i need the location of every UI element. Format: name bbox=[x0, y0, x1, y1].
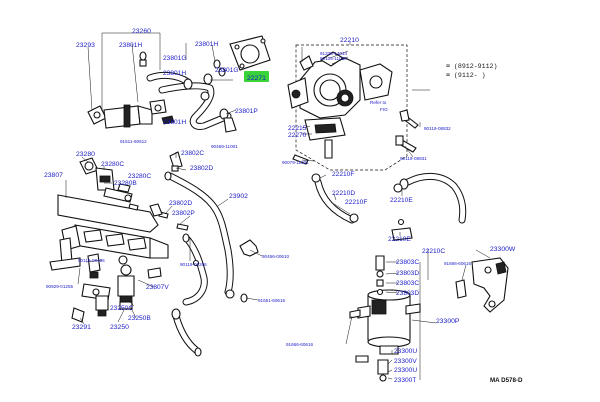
callout-22215: 22215 bbox=[288, 125, 307, 132]
callout-23803c: 23803C bbox=[396, 259, 419, 266]
throttle-body-bolts bbox=[292, 109, 419, 165]
callout-23300w: 23300W bbox=[490, 246, 516, 253]
callout-23803d: 23803D bbox=[396, 290, 419, 297]
callout-23300u: 23300U bbox=[394, 348, 417, 355]
date-note-1: ⌧ (8912-9112) bbox=[446, 63, 497, 70]
callout-fig: FIG bbox=[380, 107, 388, 112]
callout-23801h: 23801H bbox=[195, 41, 218, 48]
callout-23260: 23260 bbox=[132, 28, 151, 35]
callout-23801h: 23801H bbox=[119, 42, 142, 49]
callout-23250: 23250 bbox=[110, 324, 129, 331]
callout-23807v: 23807V bbox=[146, 284, 169, 291]
callout-23802c: 23802C bbox=[181, 150, 204, 157]
callout-23801h: 23801H bbox=[163, 119, 186, 126]
callout-refer: Refer to bbox=[370, 100, 387, 105]
canister-bolts bbox=[355, 255, 389, 382]
throttle-body-gasket bbox=[229, 35, 271, 71]
callout-22210f: 22210F bbox=[332, 171, 354, 178]
callout-22270: 22270 bbox=[288, 132, 307, 139]
callout-91666: 91666-60616 bbox=[286, 342, 314, 347]
callout-22210c: 22210C bbox=[422, 248, 445, 255]
callout-22210f: 22210F bbox=[345, 199, 367, 206]
callout-23280c: 23280C bbox=[128, 173, 151, 180]
callout-23802d: 23802D bbox=[169, 200, 192, 207]
callout-23300t: 23300T bbox=[394, 377, 416, 384]
vacuum-sensing-valve bbox=[87, 99, 167, 129]
callout-23280: 23280 bbox=[76, 151, 95, 158]
rail-hoses bbox=[166, 172, 234, 354]
callout-23280b: 23280B bbox=[114, 180, 137, 187]
callout-22210: 22210 bbox=[340, 37, 359, 44]
callout-91666: 91666-60616 bbox=[444, 261, 472, 266]
canister-bracket bbox=[455, 257, 509, 313]
callout-22210e: 22210E bbox=[390, 197, 413, 204]
callout-23801p: 23801P bbox=[235, 108, 258, 115]
callout-91325: 91325-14014 bbox=[320, 51, 348, 56]
callout-90105: 90105-11038 bbox=[320, 56, 347, 61]
throttle-body bbox=[287, 51, 393, 159]
callout-23250b: 23250B bbox=[128, 315, 151, 322]
callout-23801g: 23801G bbox=[215, 67, 238, 74]
callout-90119: 90119-08832 bbox=[424, 126, 451, 131]
throttle-body-boundary bbox=[295, 44, 408, 171]
callout-90929: 90929-01255 bbox=[46, 284, 74, 289]
callout-22210e: 22210E bbox=[388, 236, 411, 243]
callout-highlight bbox=[244, 71, 269, 82]
callout-90119: 90119-06206 bbox=[180, 262, 207, 267]
hose-clamps-upper bbox=[139, 51, 237, 133]
leader-lines bbox=[65, 32, 491, 380]
callout-23802p: 23802P bbox=[172, 210, 195, 217]
date-note-2: ⌧ (9112- ) bbox=[446, 72, 486, 79]
callout-22210d: 22210D bbox=[332, 190, 355, 197]
callout-91511: 91511-60612 bbox=[120, 139, 147, 144]
air-valve-hoses bbox=[314, 173, 467, 224]
callout-91651: 91651-60616 bbox=[258, 298, 286, 303]
callout-23801g: 23801G bbox=[163, 55, 186, 62]
callout-90466: 90466-00610 bbox=[262, 254, 290, 259]
diagram-code: MA D578-D bbox=[490, 377, 523, 384]
callout-22271: 22271 bbox=[247, 75, 266, 82]
callout-23300v: 23300V bbox=[394, 358, 417, 365]
callout-23250c: 23250C bbox=[110, 305, 133, 312]
callout-23291: 23291 bbox=[72, 324, 91, 331]
callout-labels: 23260 23293 23801H 23801H 23801G 23801G … bbox=[44, 28, 516, 384]
callout-90119: 90119-08456 bbox=[78, 258, 105, 263]
callout-23300p: 23300P bbox=[436, 318, 460, 325]
callout-23280c: 23280C bbox=[101, 161, 124, 168]
callout-90079: 90079-11001 bbox=[282, 160, 309, 165]
callout-23803c: 23803C bbox=[396, 280, 419, 287]
callout-23293: 23293 bbox=[76, 42, 95, 49]
callout-23802d: 23802D bbox=[190, 165, 213, 172]
callout-90469: 90469-11001 bbox=[211, 144, 238, 149]
charcoal-canister-assembly bbox=[349, 289, 421, 355]
pressure-regulator bbox=[79, 157, 133, 203]
callout-23803d: 23803D bbox=[396, 270, 419, 277]
callout-23801h: 23801H bbox=[163, 70, 186, 77]
fuel-injectors bbox=[49, 237, 162, 323]
air-hose-clamps bbox=[311, 173, 413, 241]
fuel-delivery-pipe bbox=[57, 194, 169, 259]
callout-23807: 23807 bbox=[44, 172, 63, 179]
callout-23300u: 23300U bbox=[394, 367, 417, 374]
callout-23902: 23902 bbox=[229, 193, 248, 200]
callout-90119: 90119-08831 bbox=[400, 156, 427, 161]
